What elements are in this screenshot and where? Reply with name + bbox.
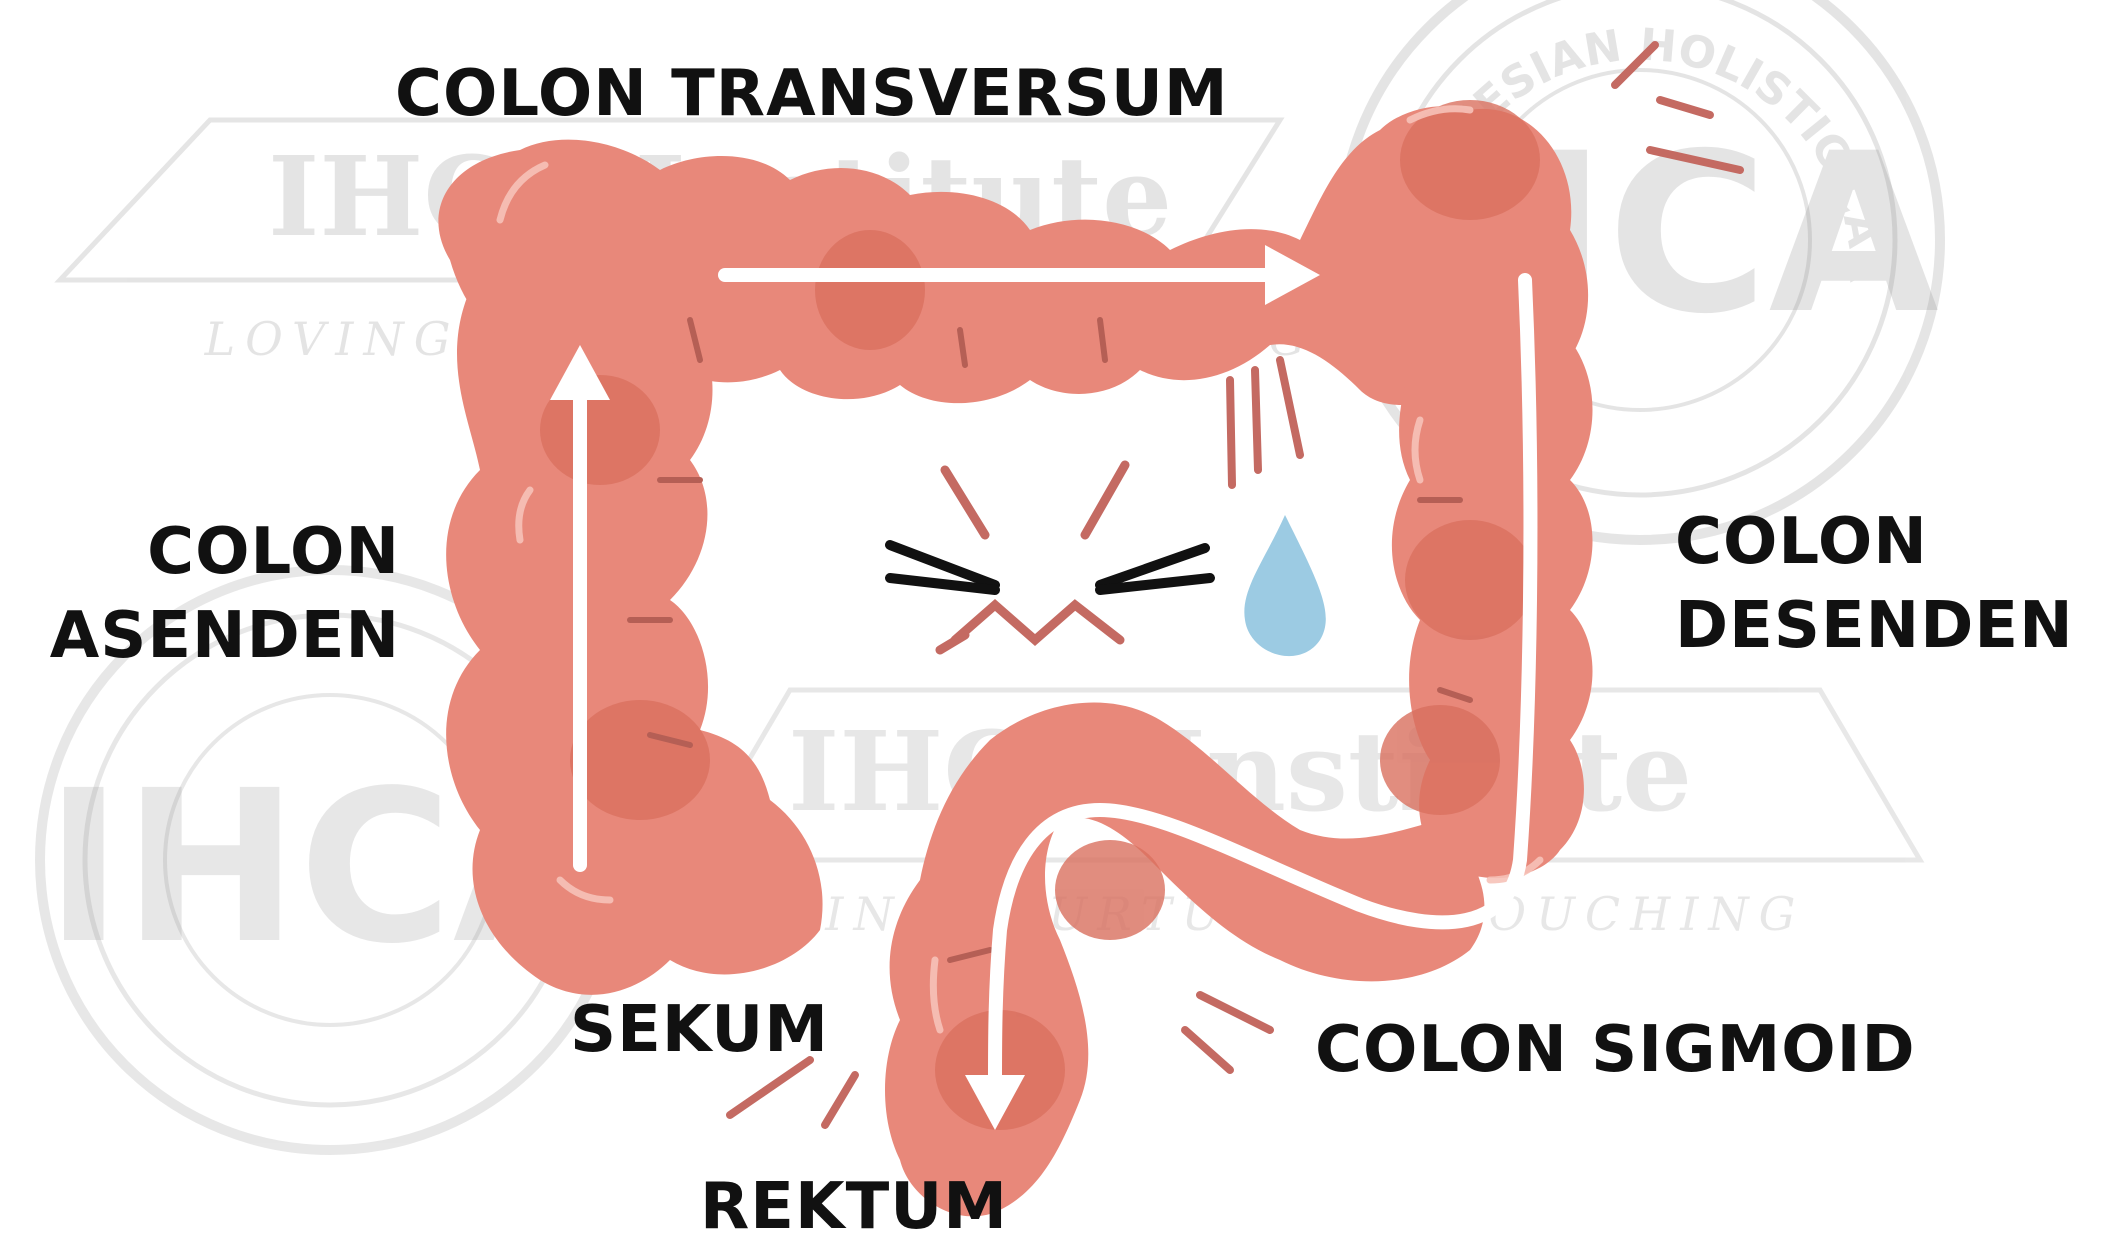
- ascending-colon: [446, 271, 822, 995]
- label-colon-asenden: COLON ASENDEN: [20, 510, 400, 678]
- stress-line-1: [1230, 380, 1232, 485]
- label-colon-desenden: COLON DESENDEN: [1675, 500, 2074, 668]
- stress-line-2: [1255, 370, 1258, 470]
- label-colon-asenden-line2: ASENDEN: [20, 594, 400, 678]
- label-colon-desenden-line2: DESENDEN: [1675, 584, 2074, 668]
- label-colon-asenden-line1: COLON: [20, 510, 400, 594]
- face-mouth: [955, 605, 1120, 640]
- sweat-drop-icon: [1244, 515, 1325, 656]
- label-colon-desenden-line1: COLON: [1675, 500, 2074, 584]
- label-colon-sigmoid: COLON SIGMOID: [1315, 1008, 1916, 1092]
- stress-line-3: [1280, 360, 1300, 455]
- label-sekum: SEKUM: [570, 988, 829, 1072]
- pain-face: [890, 360, 1300, 650]
- label-colon-transversum: COLON TRANSVERSUM: [395, 52, 1229, 136]
- label-rektum: REKTUM: [700, 1165, 1008, 1249]
